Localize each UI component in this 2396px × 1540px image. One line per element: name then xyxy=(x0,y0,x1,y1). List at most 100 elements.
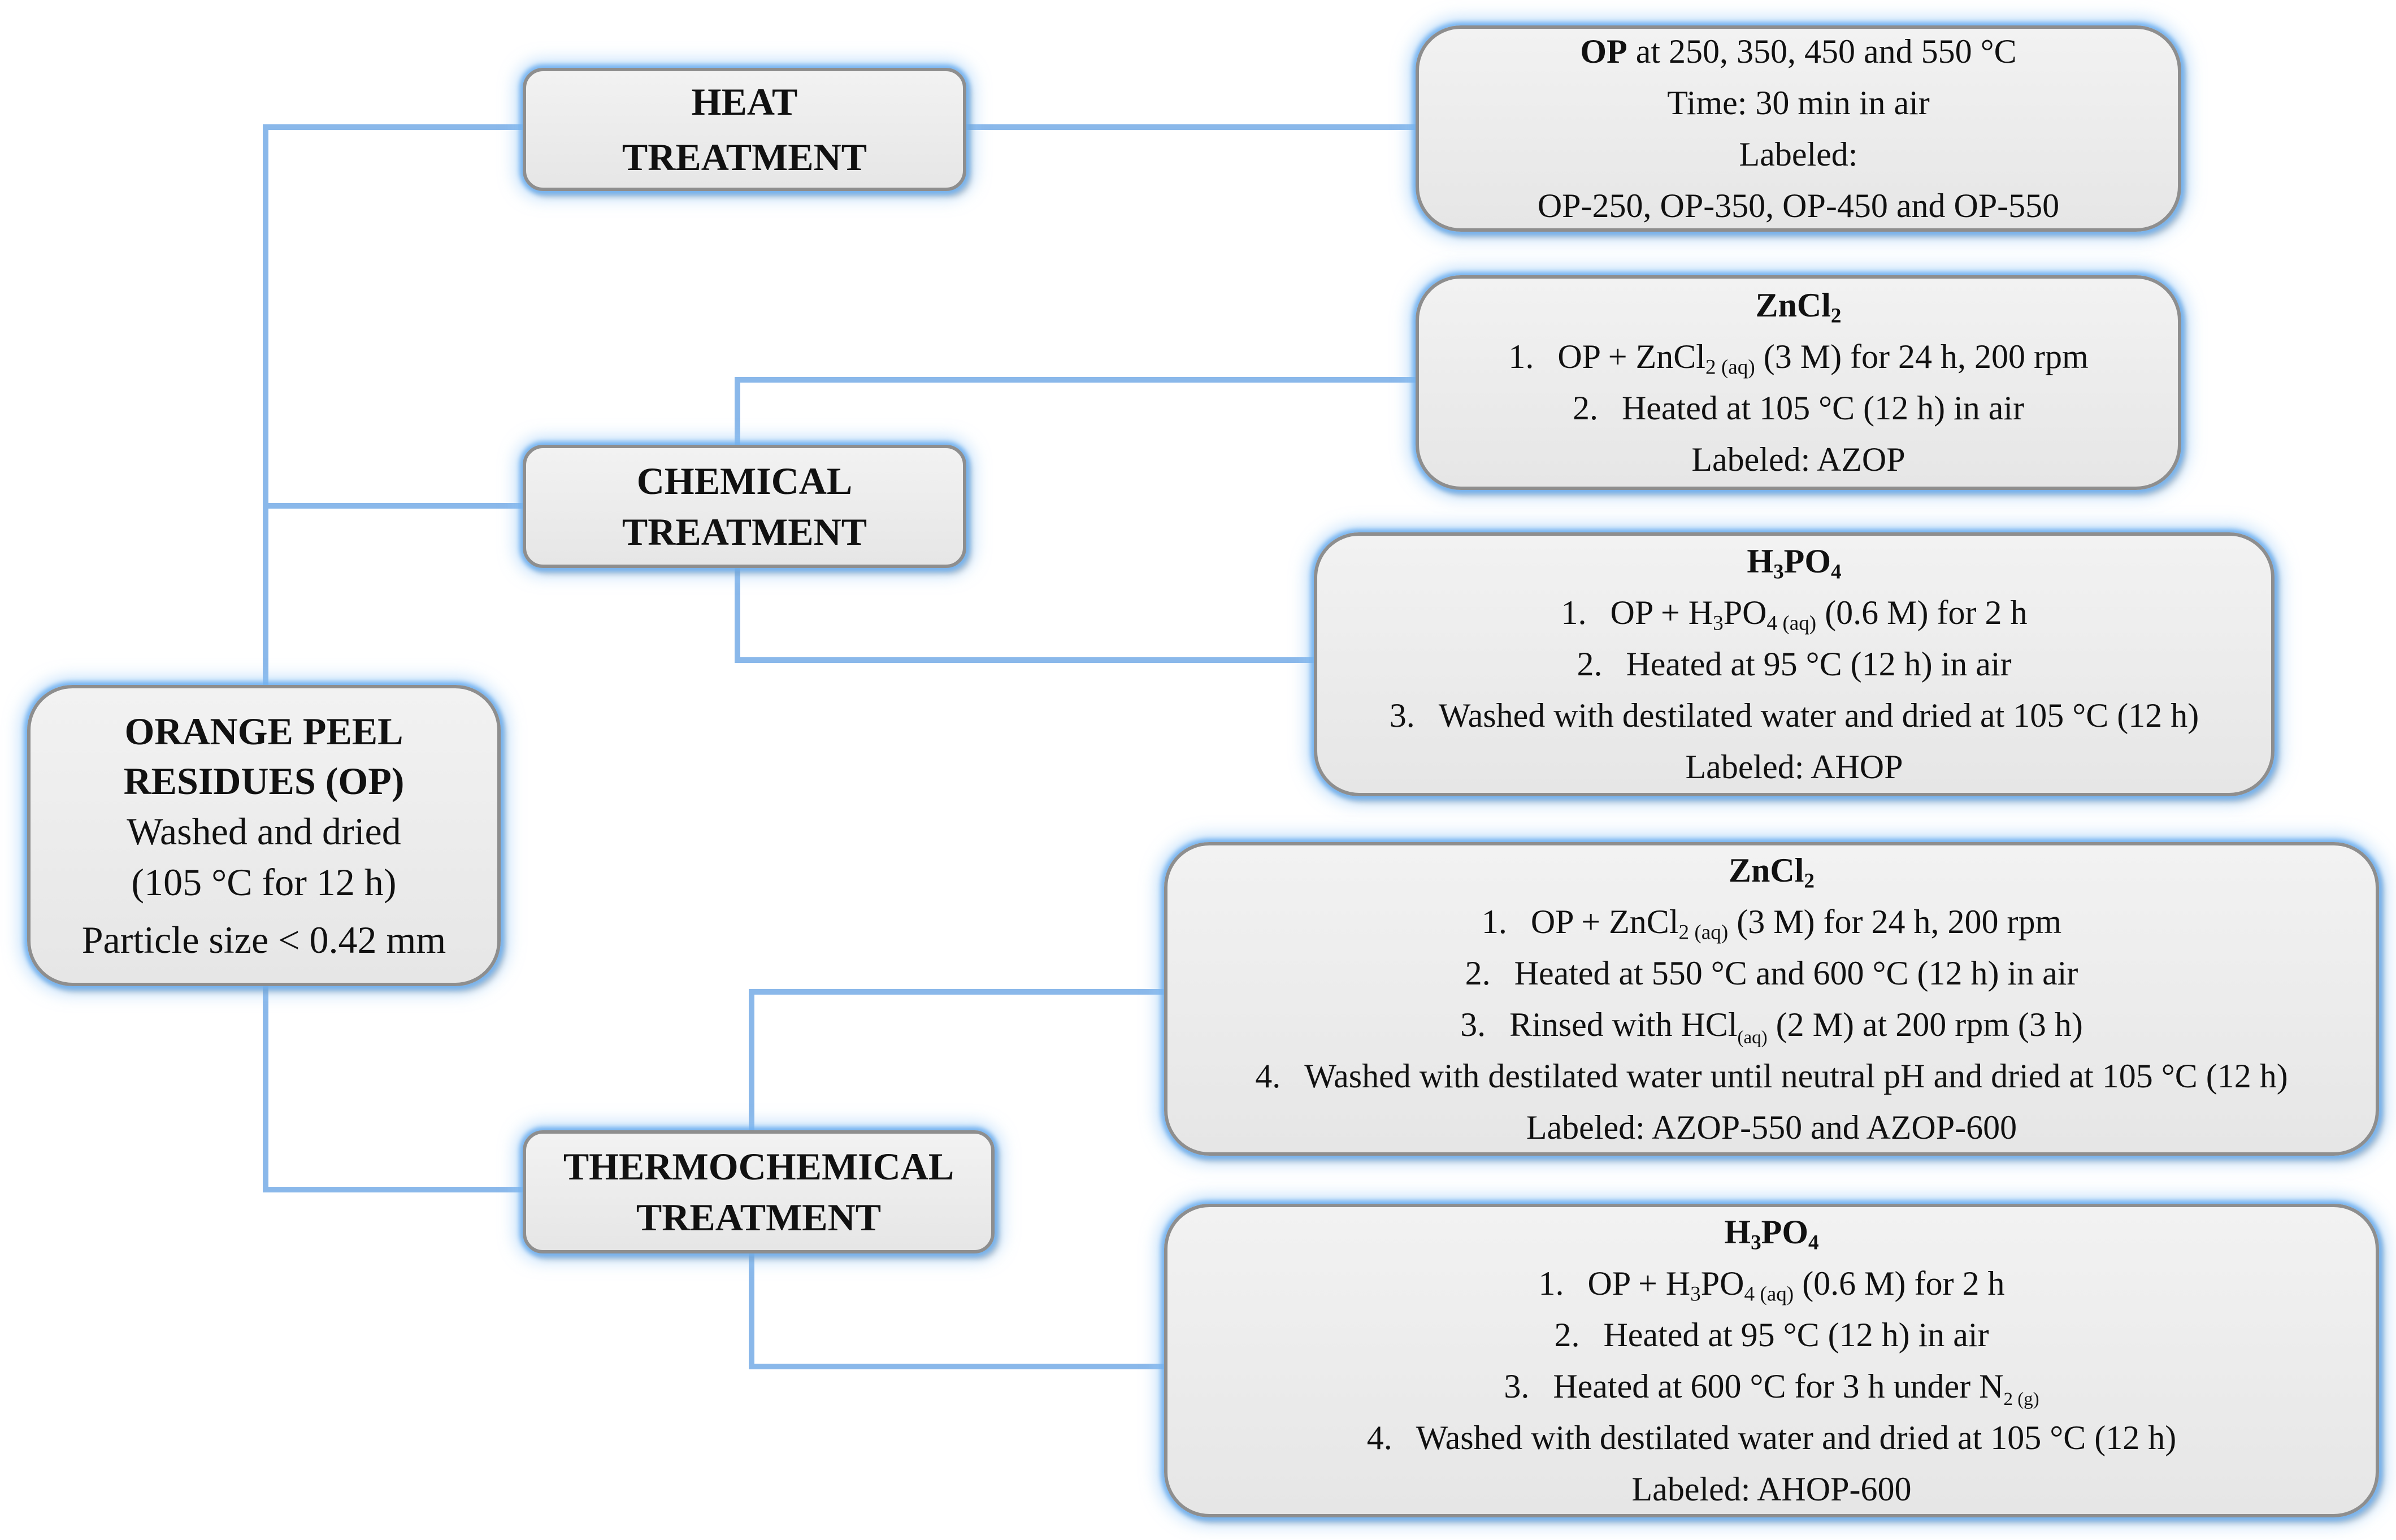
main-line-2: (105 °C for 12 h) xyxy=(131,860,397,904)
heading-sub: 2 xyxy=(1804,869,1815,892)
main-line-1: Washed and dried xyxy=(127,809,401,853)
step-text: (3 M) for 24 h, 200 rpm xyxy=(1728,903,2062,940)
chemical-zncl2-step-1: 1. OP + ZnCl2 (aq) (3 M) for 24 h, 200 rp… xyxy=(1419,331,2178,383)
step-number: 1. xyxy=(1508,338,1534,375)
step-text: (3 M) for 24 h, 200 rpm xyxy=(1755,338,2089,375)
thermo-h3po4-box: H3PO4 1.OP + H3PO4 (aq) (0.6 M) for 2 h … xyxy=(1164,1204,2379,1517)
step-number: 1. xyxy=(1481,903,1507,940)
heading-sub: 3 xyxy=(1773,560,1784,584)
step-number: 3. xyxy=(1389,697,1415,734)
chemical-h3po4-step-3: 3. Washed with destilated water and dried… xyxy=(1317,690,2271,741)
step-text: Washed with destilated water and dried a… xyxy=(1438,697,2199,734)
chemical-zncl2-label: Labeled: AZOP xyxy=(1691,441,1905,478)
thermo-h3po4-label: Labeled: AHOP-600 xyxy=(1631,1470,1912,1508)
heat-title-line-1: HEAT xyxy=(691,80,798,123)
thermo-h3po4-step-4: 4. Washed with destilated water and dried… xyxy=(1167,1412,2376,1464)
step-text: (0.6 M) for 2 h xyxy=(1816,594,2028,631)
chemical-zncl2-step-2: 2. Heated at 105 °C (12 h) in air xyxy=(1419,383,2178,434)
step-number: 1. xyxy=(1561,594,1587,631)
main-title-line-2: RESIDUES (OP) xyxy=(123,759,405,802)
thermo-title-line-1: THERMOCHEMICAL xyxy=(563,1145,954,1188)
chemical-treatment-box: CHEMICAL TREATMENT xyxy=(523,445,966,568)
step-text: PO xyxy=(1700,1264,1744,1302)
step-text: (2 M) at 200 rpm (3 h) xyxy=(1767,1005,2083,1043)
connector-main-to-heat xyxy=(263,124,528,689)
chemical-title-line-1: CHEMICAL xyxy=(636,459,853,502)
step-subscript: 2 (g) xyxy=(2003,1389,2039,1409)
thermo-h3po4-step-1: 1.OP + H3PO4 (aq) (0.6 M) for 2 h xyxy=(1167,1258,2376,1309)
step-subscript: 2 (aq) xyxy=(1678,920,1729,944)
step-number: 4. xyxy=(1255,1057,1281,1095)
connector-thermo-to-zncl2 xyxy=(749,989,1167,1132)
chemical-zncl2-heading-text: ZnCl xyxy=(1755,287,1831,324)
thermo-zncl2-box: ZnCl2 1.OP + ZnCl2 (aq) (3 M) for 24 h, … xyxy=(1164,842,2379,1156)
thermo-h3po4-step-3: 3. Heated at 600 °C for 3 h under N2 (g) xyxy=(1167,1361,2376,1412)
step-number: 2. xyxy=(1465,954,1491,992)
step-text: Heated at 600 °C for 3 h under N xyxy=(1553,1367,2004,1405)
chemical-h3po4-box: H3PO4 1.OP + H3PO4 (aq) (0.6 M) for 2 h … xyxy=(1314,532,2275,796)
heat-detail-line-1: OP at 250, 350, 450 and 550 °C xyxy=(1419,26,2178,77)
heat-detail-op: OP xyxy=(1580,32,1627,70)
chemical-h3po4-heading: H3PO4 xyxy=(1317,536,2271,587)
heading-text: ZnCl xyxy=(1729,851,1804,889)
step-text: Heated at 95 °C (12 h) in air xyxy=(1626,645,2012,683)
step-text: OP + ZnCl xyxy=(1530,903,1679,940)
heading-sub: 4 xyxy=(1831,560,1842,584)
step-subscript: 3 xyxy=(1713,611,1724,635)
chemical-h3po4-step-1: 1.OP + H3PO4 (aq) (0.6 M) for 2 h xyxy=(1317,587,2271,639)
connector-chemical-to-zncl2 xyxy=(735,377,1421,446)
chemical-zncl2-heading: ZnCl2 xyxy=(1419,280,2178,331)
step-number: 4. xyxy=(1366,1418,1392,1456)
step-text: Washed with destilated water until neutr… xyxy=(1304,1057,2288,1095)
heading-sub: 4 xyxy=(1808,1230,1819,1254)
chemical-zncl2-box: ZnCl2 1. OP + ZnCl2 (aq) (3 M) for 24 h, … xyxy=(1416,275,2181,490)
thermo-h3po4-heading: H3PO4 xyxy=(1167,1207,2376,1258)
step-subscript: 4 (aq) xyxy=(1766,611,1817,635)
step-subscript: 4 (aq) xyxy=(1744,1282,1794,1305)
heading-text: H xyxy=(1747,543,1774,580)
heat-detail-box: OP at 250, 350, 450 and 550 °C Time: 30 … xyxy=(1416,25,2181,232)
chemical-h3po4-label: Labeled: AHOP xyxy=(1685,748,1903,786)
thermo-zncl2-step-2: 2. Heated at 550 °C and 600 °C (12 h) in … xyxy=(1167,948,2376,999)
thermo-h3po4-step-2: 2.Heated at 95 °C (12 h) in air xyxy=(1167,1309,2376,1361)
orange-peel-residues-box: ORANGE PEEL RESIDUES (OP) Washed and dri… xyxy=(27,685,501,986)
heat-detail-line-4: OP-250, OP-350, OP-450 and OP-550 xyxy=(1537,186,2060,224)
connector-chemical-to-h3po4 xyxy=(735,565,1317,663)
thermo-zncl2-heading: ZnCl2 xyxy=(1167,845,2376,896)
thermo-zncl2-step-3: 3. Rinsed with HCl(aq) (2 M) at 200 rpm (… xyxy=(1167,999,2376,1051)
step-number: 3. xyxy=(1504,1367,1530,1405)
heading-text: PO xyxy=(1783,543,1831,580)
step-subscript: 2 (aq) xyxy=(1705,355,1755,379)
step-text: OP + H xyxy=(1587,1264,1691,1302)
thermo-title-line-2: TREATMENT xyxy=(636,1196,882,1239)
heat-detail-line-2: Time: 30 min in air xyxy=(1667,84,1930,122)
heat-detail-temps: at 250, 350, 450 and 550 °C xyxy=(1627,32,2017,70)
step-subscript: 3 xyxy=(1690,1282,1701,1305)
step-text: (0.6 M) for 2 h xyxy=(1794,1264,2005,1302)
thermo-zncl2-step-4: 4. Washed with destilated water until neu… xyxy=(1167,1051,2376,1102)
step-number: 2. xyxy=(1554,1316,1580,1354)
step-number: 2. xyxy=(1572,389,1598,427)
heat-treatment-box: HEAT TREATMENT xyxy=(523,68,966,191)
thermochemical-treatment-box: THERMOCHEMICAL TREATMENT xyxy=(523,1130,995,1253)
chemical-zncl2-heading-sub: 2 xyxy=(1830,304,1842,328)
heading-sub: 3 xyxy=(1751,1230,1761,1254)
step-number: 2. xyxy=(1577,645,1603,683)
heat-detail-line-3: Labeled: xyxy=(1739,135,1858,173)
step-text: Washed with destilated water and dried a… xyxy=(1416,1418,2177,1456)
step-subscript: (aq) xyxy=(1737,1027,1768,1048)
step-text: Heated at 105 °C (12 h) in air xyxy=(1621,389,2025,427)
thermo-zncl2-step-1: 1. OP + ZnCl2 (aq) (3 M) for 24 h, 200 rp… xyxy=(1167,896,2376,948)
step-number: 3. xyxy=(1460,1005,1486,1043)
main-title-line-1: ORANGE PEEL xyxy=(124,709,403,753)
thermo-zncl2-label: Labeled: AZOP-550 and AZOP-600 xyxy=(1526,1108,2017,1146)
step-text: Heated at 550 °C and 600 °C (12 h) in ai… xyxy=(1514,954,2078,992)
step-text: Rinsed with HCl xyxy=(1509,1005,1738,1043)
step-text: OP + ZnCl xyxy=(1557,338,1705,375)
heat-title-line-2: TREATMENT xyxy=(622,136,867,179)
connector-main-to-thermo xyxy=(263,983,528,1192)
heading-text: PO xyxy=(1761,1213,1808,1251)
heading-text: H xyxy=(1724,1213,1751,1251)
connector-thermo-to-h3po4 xyxy=(749,1251,1167,1369)
chemical-h3po4-step-2: 2. Heated at 95 °C (12 h) in air xyxy=(1317,639,2271,690)
